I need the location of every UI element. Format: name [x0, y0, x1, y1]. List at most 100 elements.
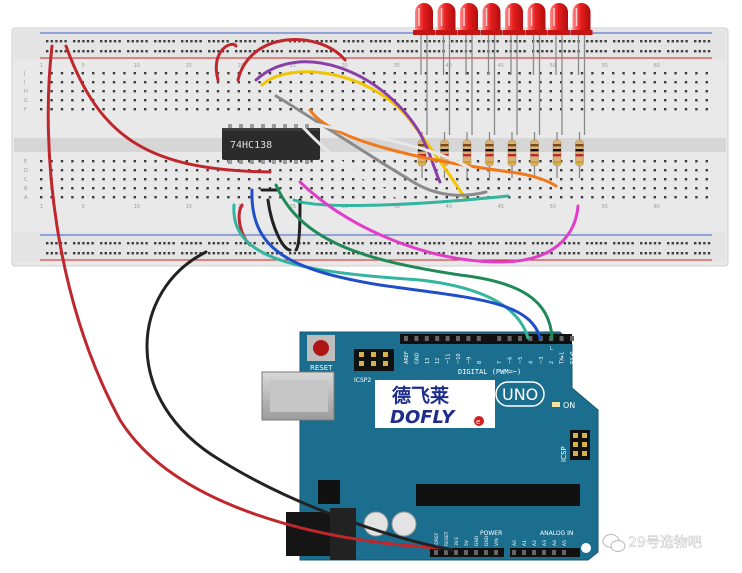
terminal-hole — [435, 178, 438, 181]
reset-button[interactable] — [307, 335, 335, 361]
chip-pins — [228, 124, 309, 164]
terminal-hole — [570, 99, 573, 102]
terminal-hole — [216, 178, 220, 181]
rail-hole — [185, 40, 188, 43]
terminal-hole — [622, 178, 625, 181]
terminal-hole — [164, 72, 168, 75]
terminal-hole — [549, 99, 552, 102]
rail-hole — [370, 50, 373, 53]
terminal-hole — [175, 108, 178, 111]
rail-hole — [248, 40, 252, 43]
terminal-hole — [362, 72, 365, 75]
rail-hole — [514, 40, 517, 43]
rail-hole — [437, 252, 441, 255]
column-number: 40 — [446, 204, 452, 210]
terminal-hole — [40, 187, 43, 190]
rail-hole — [491, 252, 495, 255]
terminal-hole — [705, 160, 708, 163]
rail-hole — [599, 50, 603, 53]
rail-hole — [424, 252, 427, 255]
terminal-hole — [310, 90, 313, 93]
rail-hole — [262, 40, 265, 43]
terminal-hole — [539, 90, 542, 93]
terminal-hole — [570, 160, 573, 163]
terminal-hole — [653, 169, 656, 172]
terminal-hole — [237, 99, 240, 102]
rail-hole — [73, 50, 76, 53]
terminal-hole — [372, 99, 376, 102]
header-pin — [359, 361, 364, 366]
rail-hole — [509, 252, 512, 255]
rail-hole — [104, 242, 107, 245]
rail-hole — [590, 40, 593, 43]
terminal-hole — [258, 178, 261, 181]
rail-hole — [442, 252, 445, 255]
rail-hole — [118, 242, 121, 245]
row-letter: B — [24, 186, 28, 192]
terminal-hole — [622, 72, 625, 75]
top-power-rail — [14, 30, 726, 60]
terminal-hole — [320, 81, 324, 84]
rail-hole — [100, 50, 103, 53]
digital-pin — [435, 336, 440, 341]
rail-hole — [325, 252, 328, 255]
terminal-hole — [508, 108, 511, 111]
terminal-hole — [362, 196, 365, 199]
terminal-hole — [539, 160, 542, 163]
rail-hole — [190, 50, 193, 53]
power-pin — [562, 550, 566, 555]
pin-label: IOREF — [434, 532, 440, 546]
rail-hole — [356, 242, 360, 245]
rail-hole — [343, 242, 346, 245]
rail-hole — [55, 50, 58, 53]
terminal-hole — [123, 72, 126, 75]
rail-hole — [563, 242, 566, 245]
terminal-hole — [144, 90, 147, 93]
rail-hole — [208, 252, 211, 255]
wire-teal-2 — [292, 194, 510, 208]
rail-hole — [374, 50, 377, 53]
terminal-hole — [497, 90, 500, 93]
led — [435, 3, 458, 135]
terminal-hole — [144, 169, 147, 172]
rail-hole — [208, 50, 211, 53]
digital-pin — [528, 336, 533, 341]
rail-hole — [694, 50, 697, 53]
column-number: 45 — [498, 63, 504, 69]
rail-hole — [55, 252, 58, 255]
terminal-hole — [424, 108, 428, 111]
rail-hole — [685, 50, 688, 53]
rail-hole — [275, 50, 279, 53]
rail-hole — [320, 50, 323, 53]
terminal-hole — [404, 196, 407, 199]
rail-hole — [307, 252, 310, 255]
terminal-hole — [445, 187, 448, 190]
terminal-hole — [435, 90, 438, 93]
terminal-hole — [570, 196, 573, 199]
terminal-hole — [497, 160, 500, 163]
rail-hole — [680, 242, 684, 245]
led — [503, 3, 525, 135]
terminal-hole — [112, 178, 116, 181]
terminal-hole — [112, 196, 116, 199]
rail-hole — [248, 50, 252, 53]
terminal-hole — [570, 81, 573, 84]
terminal-hole — [310, 169, 313, 172]
rail-hole — [167, 252, 171, 255]
rail-hole — [613, 50, 616, 53]
terminal-hole — [674, 196, 677, 199]
analog-label: ANALOG IN — [540, 530, 573, 537]
rail-hole — [91, 40, 94, 43]
rail-hole — [518, 252, 522, 255]
rail-hole — [104, 252, 107, 255]
terminal-hole — [175, 72, 178, 75]
rail-hole — [118, 40, 121, 43]
terminal-hole — [320, 196, 324, 199]
terminal-hole — [50, 160, 53, 163]
terminal-hole — [674, 178, 677, 181]
rail-hole — [131, 50, 134, 53]
chip-label: 74HC138 — [230, 140, 272, 151]
terminal-hole — [612, 196, 615, 199]
rail-hole — [707, 40, 711, 43]
rail-hole — [532, 242, 535, 245]
